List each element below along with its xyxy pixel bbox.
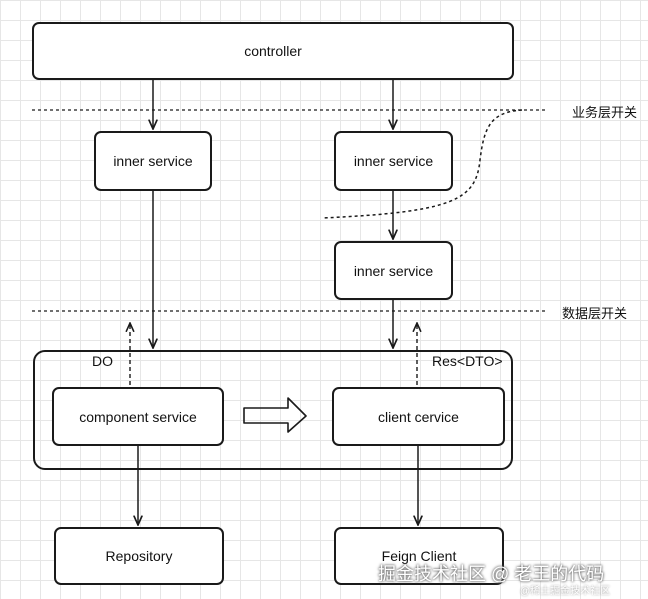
component-service-box: component service [52,387,224,446]
business-layer-curve [321,109,523,219]
do-tag: DO [92,353,113,369]
inner-service-right-bottom-label: inner service [353,262,434,279]
res-dto-tag: Res<DTO> [432,353,503,369]
data-layer-switch-label: 数据层开关 [562,306,628,321]
controller-label: controller [244,43,302,59]
component-layer-container [33,350,513,470]
business-layer-switch-label: 业务层开关 [572,105,638,120]
inner-service-right-bottom-box: inner service [334,241,453,300]
inner-service-right-top-label: inner service [353,153,434,169]
inner-service-right-top-box: inner service [334,131,453,191]
feign-client-box: Feign Client [334,527,504,585]
controller-box: controller [32,22,514,80]
client-service-box: client cervice [332,387,505,446]
watermark-subtext: @稀土掘金技术社区 [520,586,611,597]
repository-box: Repository [54,527,224,585]
feign-client-label: Feign Client [381,548,457,564]
repository-label: Repository [105,548,173,564]
inner-service-left-box: inner service [94,131,212,191]
watermark-text: 掘金技术社区 @ 老王的代码 [378,564,605,584]
client-service-label: client cervice [378,408,459,425]
inner-service-left-label: inner service [113,153,193,169]
conversion-arrow [243,397,307,433]
component-service-label: component service [79,408,197,425]
